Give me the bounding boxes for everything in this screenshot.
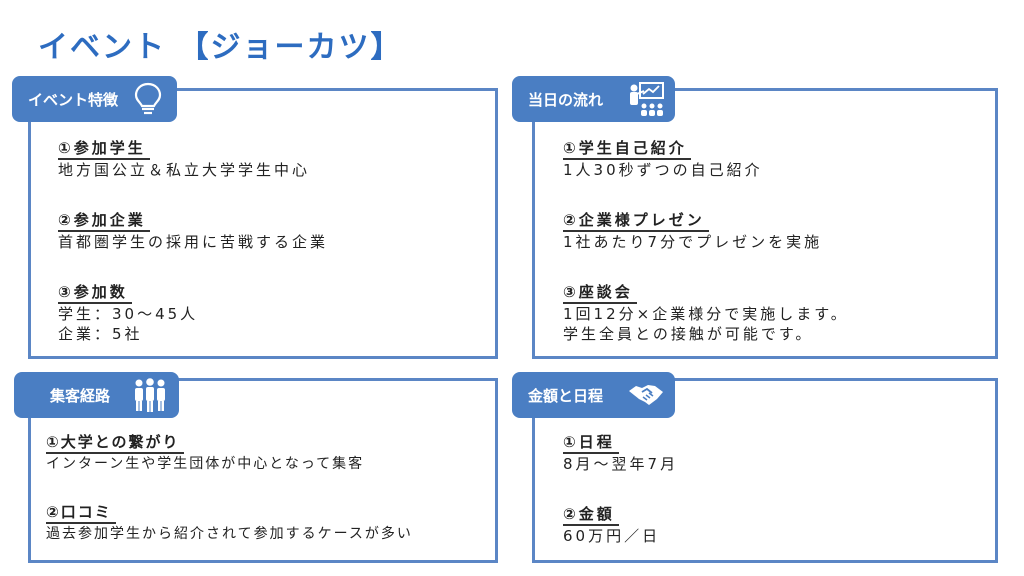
item-heading: ②金額 [563, 505, 619, 526]
price-tab: 金額と日程 [512, 372, 675, 418]
item-heading: ②参加企業 [58, 211, 150, 232]
list-item: ①学生自己紹介 1人30秒ずつの自己紹介 [563, 138, 849, 180]
item-heading: ①大学との繋がり [46, 433, 184, 454]
handshake-icon [629, 385, 663, 405]
item-text: 1社あたり7分でプレゼンを実施 [563, 233, 823, 251]
list-item: ①日程 8月～翌年7月 [563, 432, 678, 474]
list-item: ③参加数 学生：30～45人 企業：5社 [58, 282, 328, 344]
recruitment-tab-label: 集客経路 [50, 386, 111, 405]
list-item: ③座談会 1回12分×企業様分で実施します。 学生全員との接触が可能です。 [563, 282, 849, 344]
list-item: ②参加企業 首都圏学生の採用に苦戦する企業 [58, 210, 328, 252]
item-text: 学生全員との接触が可能です。 [563, 325, 814, 343]
item-text: 1回12分×企業様分で実施します。 [563, 305, 849, 323]
list-item: ①大学との繋がり インターン生や学生団体が中心となって集客 [46, 432, 413, 474]
item-text: 首都圏学生の採用に苦戦する企業 [58, 233, 329, 251]
item-text: 地方国公立＆私立大学学生中心 [58, 161, 311, 179]
item-text: 企業：5社 [58, 325, 143, 343]
page-title: イベント 【ジョーカツ】 [38, 30, 403, 65]
features-tab: イベント特徴 [12, 76, 177, 122]
price-content: ①日程 8月～翌年7月 ②金額 60万円／日 [563, 432, 678, 546]
item-text: 過去参加学生から紹介されて参加するケースが多い [46, 526, 413, 542]
item-heading: ③座談会 [563, 283, 637, 304]
people-group-icon [135, 378, 165, 412]
item-heading: ②口コミ [46, 503, 116, 524]
recruitment-tab: 集客経路 [14, 372, 179, 418]
item-heading: ①参加学生 [58, 139, 150, 160]
flow-content: ①学生自己紹介 1人30秒ずつの自己紹介 ②企業様プレゼン 1社あたり7分でプレ… [563, 138, 849, 344]
schedule-flow-panel [532, 88, 998, 359]
item-text: 1人30秒ずつの自己紹介 [563, 161, 763, 179]
flow-tab-label: 当日の流れ [528, 90, 604, 109]
price-tab-label: 金額と日程 [528, 386, 604, 405]
presentation-icon [630, 82, 664, 116]
features-content: ①参加学生 地方国公立＆私立大学学生中心 ②参加企業 首都圏学生の採用に苦戦する… [58, 138, 328, 344]
list-item: ②口コミ 過去参加学生から紹介されて参加するケースが多い [46, 502, 413, 544]
list-item: ②金額 60万円／日 [563, 504, 678, 546]
item-text: 8月～翌年7月 [563, 455, 679, 473]
features-panel [28, 88, 498, 359]
recruitment-content: ①大学との繋がり インターン生や学生団体が中心となって集客 ②口コミ 過去参加学… [46, 432, 413, 572]
list-item: ①参加学生 地方国公立＆私立大学学生中心 [58, 138, 328, 180]
features-tab-label: イベント特徴 [28, 90, 119, 109]
item-heading: ①学生自己紹介 [563, 139, 691, 160]
item-text: 60万円／日 [563, 527, 661, 545]
lightbulb-icon [134, 82, 162, 115]
item-heading: ②企業様プレゼン [563, 211, 709, 232]
item-heading: ①日程 [563, 433, 619, 454]
item-text: 学生：30～45人 [58, 305, 199, 323]
list-item: ②企業様プレゼン 1社あたり7分でプレゼンを実施 [563, 210, 849, 252]
flow-tab: 当日の流れ [512, 76, 675, 122]
item-text: インターン生や学生団体が中心となって集客 [46, 456, 365, 472]
item-heading: ③参加数 [58, 283, 132, 304]
